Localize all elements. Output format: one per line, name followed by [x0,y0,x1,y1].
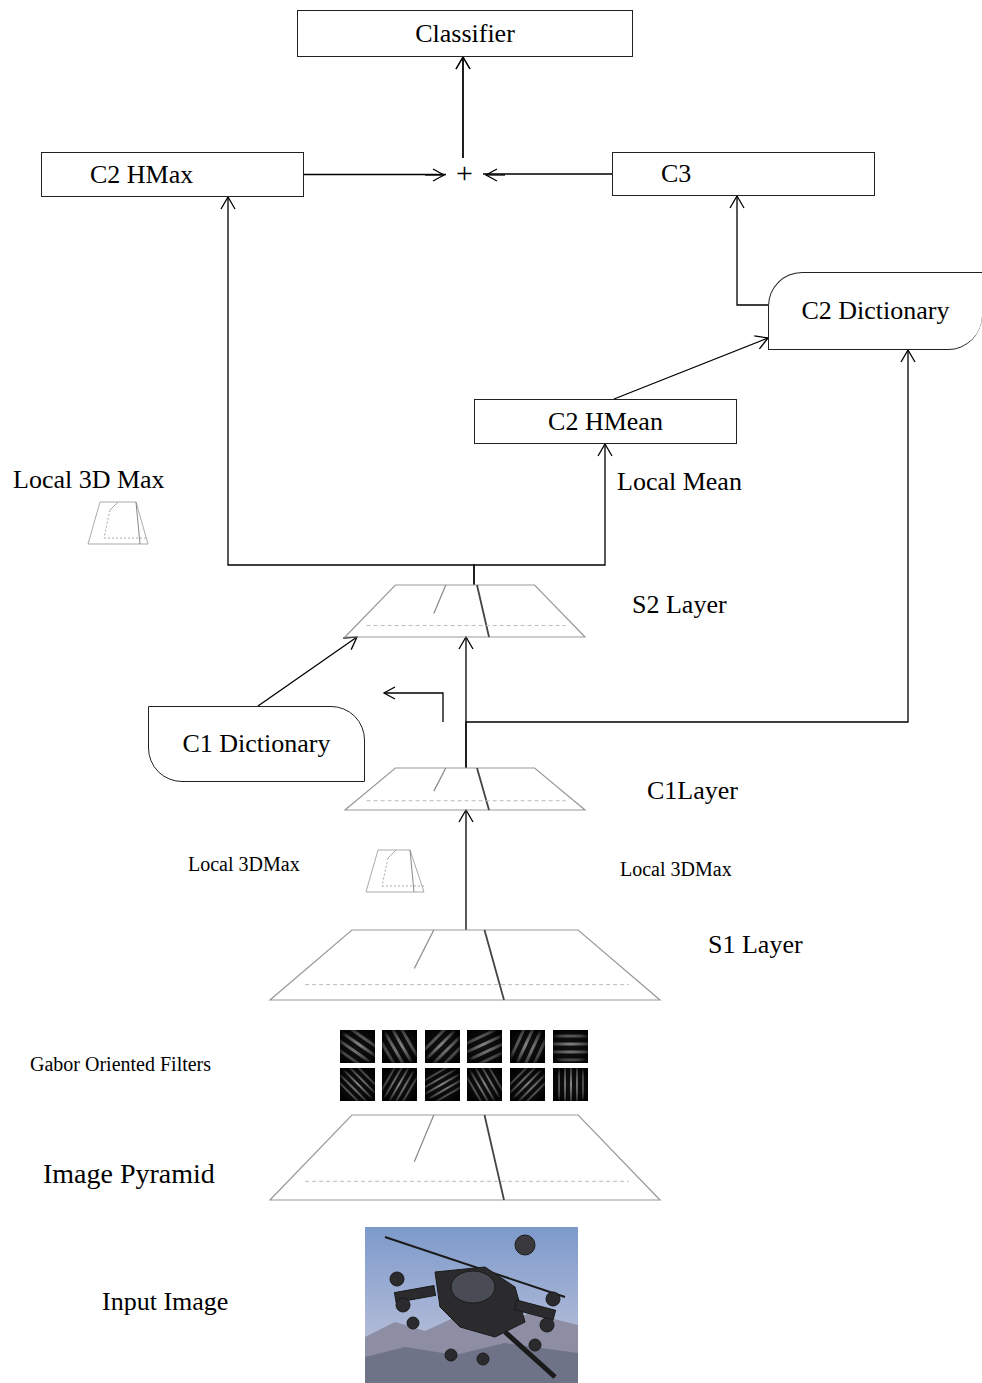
pyramid-outline [345,768,585,810]
layer-label: C1Layer [647,776,738,806]
box-text: Classifier [415,19,515,49]
layer-pyramid: Image Pyramid [270,1115,660,1200]
pyramid-outline [345,585,585,637]
flow-arrow [474,444,605,585]
annotation-label: Gabor Oriented Filters [30,1053,211,1076]
dictionary-box: C2 Dictionary [768,272,982,350]
annotation-label: Local 3DMax [620,858,732,881]
flow-arrow [228,197,474,585]
flow-arrow [258,637,357,706]
box-text: C3 [661,159,691,189]
layer-label: S2 Layer [632,590,727,620]
box-text: C2 HMean [548,407,663,437]
max-cube-icon [88,502,148,544]
flow-arrow [614,338,768,399]
process-box: C2 HMax [41,152,304,197]
gabor-filters [319,1008,608,1123]
flow-arrow [304,57,463,175]
annotation-label: Local Mean [617,467,742,497]
annotation-label: Local 3DMax [188,853,300,876]
box-text: C1 Dictionary [182,729,330,759]
process-box: C3 [612,152,875,196]
box-text: C2 Dictionary [801,296,949,326]
layer-pyramid: S2 Layer [345,585,585,637]
layer-label: Image Pyramid [43,1158,215,1190]
layer-label: S1 Layer [708,930,803,960]
box-text: C2 HMax [90,160,193,190]
junction-symbol: + [446,158,483,188]
max-cube-icon [366,850,424,892]
hook-arrow [384,693,443,722]
annotation-label: Input Image [102,1287,228,1317]
process-box: C2 HMean [474,399,737,444]
flow-arrow [466,350,908,768]
flow-arrow [463,57,612,174]
layer-pyramid: C1Layer [345,768,585,810]
layer-pyramid: S1 Layer [270,930,660,1000]
flow-arrow [737,196,768,305]
annotation-label: Local 3D Max [13,465,165,495]
flow-arrow [465,810,466,930]
pyramid-outline [270,1115,660,1200]
dictionary-box: C1 Dictionary [148,706,365,782]
input-photo [365,1227,578,1383]
process-box: Classifier [297,10,633,57]
pyramid-outline [270,930,660,1000]
